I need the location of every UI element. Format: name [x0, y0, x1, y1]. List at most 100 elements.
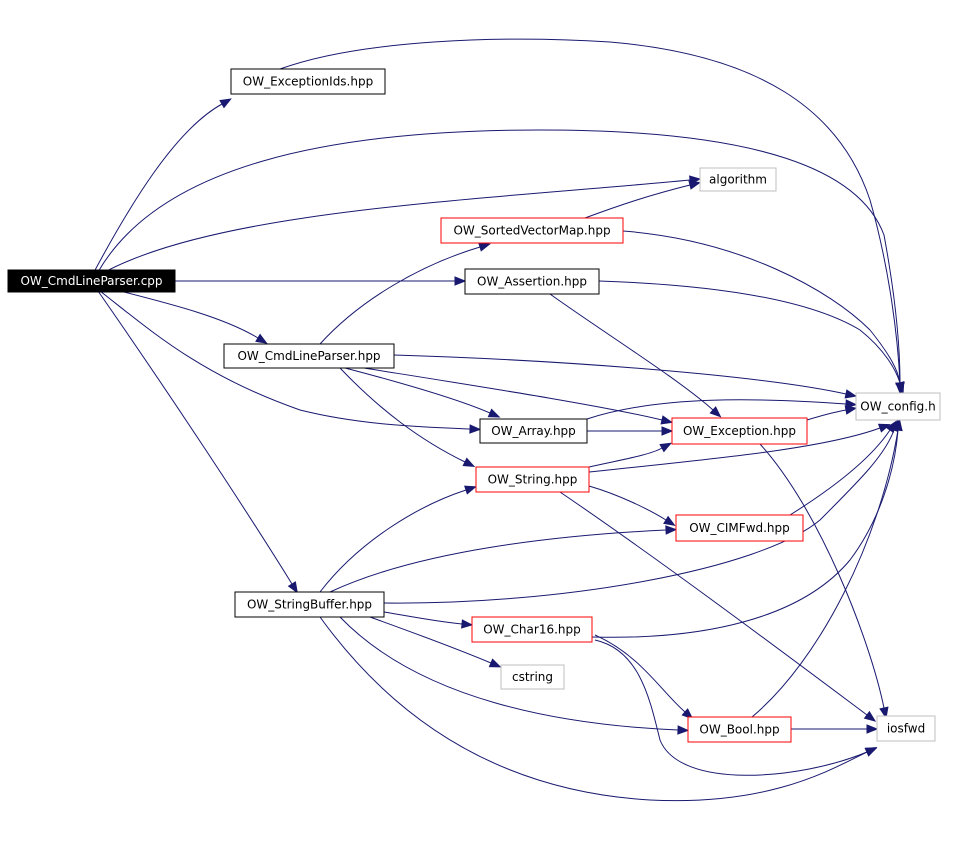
node-stringbuffer[interactable]: OW_StringBuffer.hpp — [234, 591, 385, 618]
node-label: OW_ExceptionIds.hpp — [243, 75, 373, 89]
edge-cmdlineparser-to-sortedvectormap — [319, 242, 491, 345]
node-cimfwd[interactable]: OW_CIMFwd.hpp — [675, 514, 804, 542]
edge-root-to-array — [99, 290, 482, 434]
edge-line — [369, 616, 492, 664]
edge-sortedvectormap-to-config — [622, 230, 905, 395]
edge-line — [598, 280, 901, 384]
edge-line — [383, 429, 895, 604]
edge-line — [751, 429, 899, 718]
node-box — [855, 392, 941, 421]
node-label: OW_String.hpp — [488, 473, 578, 487]
arrowhead — [660, 415, 674, 425]
node-box — [230, 68, 386, 95]
edge-root-to-stringbuffer — [97, 290, 298, 594]
edge-line — [393, 354, 847, 395]
edge-line — [759, 443, 885, 709]
edge-exception-to-iosfwd — [759, 443, 889, 720]
edge-line — [591, 429, 899, 638]
node-bool[interactable]: OW_Bool.hpp — [687, 716, 792, 743]
edge-line — [594, 634, 686, 713]
edge-stringbuffer-to-char16 — [383, 611, 474, 629]
edge-array-to-config — [586, 399, 858, 420]
edge-line — [806, 409, 847, 421]
edge-stringbuffer-to-iosfwd — [319, 616, 878, 802]
node-label: algorithm — [709, 173, 767, 187]
edge-cmdlineparser-to-config — [393, 354, 858, 399]
node-assertion[interactable]: OW_Assertion.hpp — [464, 268, 600, 295]
edge-line — [363, 367, 663, 421]
arrowhead — [461, 619, 474, 629]
node-exception[interactable]: OW_Exception.hpp — [671, 417, 808, 445]
node-string[interactable]: OW_String.hpp — [475, 466, 590, 493]
arrowhead — [659, 442, 672, 453]
node-box — [876, 715, 936, 742]
arrowhead — [464, 485, 477, 495]
arrowhead — [469, 424, 482, 434]
arrowhead — [681, 708, 694, 720]
node-array[interactable]: OW_Array.hpp — [479, 418, 588, 444]
node-box — [7, 269, 176, 293]
edge-stringbuffer-to-cimfwd — [329, 525, 678, 593]
node-iosfwd[interactable]: iosfwd — [876, 715, 936, 742]
edge-char16-to-bool — [594, 634, 694, 720]
node-label: OW_Char16.hpp — [483, 623, 581, 637]
arrowhead — [255, 333, 268, 344]
node-exceptionids[interactable]: OW_ExceptionIds.hpp — [230, 68, 386, 95]
node-box — [223, 343, 395, 369]
node-root[interactable]: OW_CmdLineParser.cpp — [7, 269, 176, 293]
node-label: OW_CmdLineParser.hpp — [237, 349, 380, 363]
edge-line — [104, 179, 691, 273]
edge-line — [329, 529, 667, 593]
edge-assertion-to-config — [598, 280, 905, 394]
edge-line — [319, 616, 868, 802]
node-cmdlineparser[interactable]: OW_CmdLineParser.hpp — [223, 343, 395, 369]
node-char16[interactable]: OW_Char16.hpp — [471, 616, 593, 643]
node-label: OW_Exception.hpp — [683, 424, 796, 438]
node-config[interactable]: OW_config.h — [855, 392, 941, 421]
node-box — [471, 616, 593, 643]
node-box — [479, 418, 588, 444]
arrowhead — [709, 406, 722, 418]
node-label: cstring — [512, 670, 553, 684]
edge-line — [588, 427, 881, 473]
arrowhead — [661, 426, 674, 436]
edge-line — [586, 399, 847, 420]
edge-stringbuffer-to-config — [383, 419, 899, 604]
edge-string-to-exception — [588, 442, 672, 468]
node-box — [440, 217, 624, 244]
edge-line — [549, 293, 714, 411]
node-box — [687, 716, 792, 743]
edge-stringbuffer-to-cstring — [369, 616, 502, 668]
edge-cmdlineparser-to-array — [344, 367, 501, 418]
node-box — [464, 268, 600, 295]
edge-assertion-to-exception — [549, 293, 722, 418]
edge-root-to-config — [97, 129, 905, 395]
node-label: iosfwd — [887, 722, 925, 736]
node-label: OW_Bool.hpp — [699, 723, 779, 737]
edge-stringbuffer-to-bool — [339, 616, 690, 735]
arrowhead — [665, 525, 678, 535]
edge-char16-to-iosfwd — [594, 639, 878, 776]
node-algorithm[interactable]: algorithm — [699, 167, 777, 192]
edge-line — [622, 230, 901, 384]
node-cstring[interactable]: cstring — [500, 664, 565, 690]
edge-line — [319, 489, 467, 593]
node-box — [500, 664, 565, 690]
arrowhead — [462, 457, 476, 468]
edge-line — [97, 129, 901, 384]
node-label: OW_CmdLineParser.cpp — [20, 274, 162, 288]
arrowhead — [663, 515, 676, 526]
edge-string-to-iosfwd — [559, 491, 877, 722]
edge-line — [339, 367, 466, 463]
node-layer: OW_CmdLineParser.cpp OW_ExceptionIds.hppa… — [7, 68, 941, 743]
edge-line — [789, 429, 891, 516]
arrowhead — [844, 405, 858, 415]
edge-line — [97, 290, 293, 585]
edge-line — [383, 611, 463, 625]
edge-line — [344, 367, 491, 414]
node-label: OW_Assertion.hpp — [477, 275, 587, 289]
node-sortedvectormap[interactable]: OW_SortedVectorMap.hpp — [440, 217, 624, 244]
edge-line — [594, 639, 868, 776]
edge-line — [584, 184, 691, 219]
